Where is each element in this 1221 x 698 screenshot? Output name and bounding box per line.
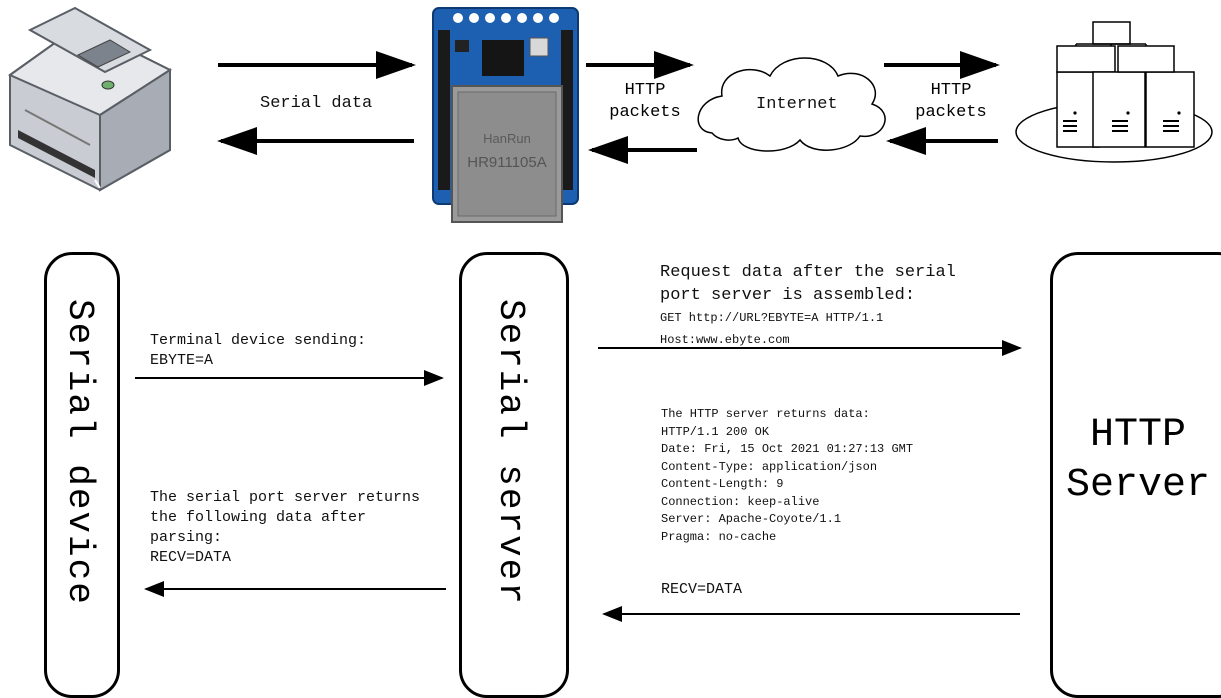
http-return-block: The HTTP server returns data: HTTP/1.1 2… [661, 406, 913, 546]
module-part: HR911105A [467, 154, 547, 171]
http-packets-right-label: HTTP packets [906, 80, 996, 124]
server-returns-line3: parsing: [150, 529, 223, 546]
terminal-sending-line2: EBYTE=A [150, 352, 214, 369]
http-server-title-line1: HTTP [1089, 413, 1186, 458]
http-return-line: Server: Apache-Coyote/1.1 [661, 512, 842, 526]
serial-device-panel: Serial device [44, 252, 120, 698]
server-cluster-icon [1015, 21, 1213, 163]
request-host-line: Host:www.ebyte.com [660, 333, 790, 347]
request-get-line: GET http://URL?EBYTE=A HTTP/1.1 [660, 311, 884, 325]
http-return-line: HTTP/1.1 200 OK [661, 424, 770, 439]
http-return-line: Content-Length: 9 [661, 477, 784, 491]
diagram-canvas: HanRun HR911105A [7, 6, 1213, 622]
http-packets-right-line1: HTTP [930, 81, 972, 100]
terminal-sending-line1: Terminal device sending: [150, 332, 367, 349]
http-return-line: Content-Type: application/json [661, 459, 878, 474]
cloud-icon [697, 57, 886, 152]
http-packets-left-label: HTTP packets [600, 80, 690, 124]
http-server-title-line2: Server [1065, 463, 1211, 508]
http-return-line: Date: Fri, 15 Oct 2021 01:27:13 GMT [661, 442, 914, 456]
http-packets-right-line2: packets [915, 103, 987, 122]
recv-data-label: RECV=DATA [661, 581, 743, 598]
http-server-title: HTTP Server [1053, 411, 1221, 511]
http-packets-left-line2: packets [609, 103, 681, 122]
http-return-line: Connection: keep-alive [661, 494, 820, 509]
request-data-block: Request data after the serial port serve… [660, 261, 956, 351]
server-returns-line2: the following data after [150, 509, 367, 526]
serial-data-label: Serial data [260, 94, 373, 113]
serial-server-panel: Serial server [459, 252, 569, 698]
terminal-sending-text: Terminal device sending: EBYTE=A [150, 331, 366, 371]
http-server-panel: HTTP Server [1050, 252, 1221, 698]
server-returns-line4: RECV=DATA [150, 549, 232, 566]
serial-server-title: Serial server [490, 299, 531, 606]
http-packets-left-line1: HTTP [624, 81, 666, 100]
internet-label: Internet [756, 95, 838, 114]
serial-device-title: Serial device [59, 299, 100, 606]
server-returns-text: The serial port server returns the follo… [150, 488, 420, 568]
server-returns-line1: The serial port server returns [150, 489, 421, 506]
module-brand: HanRun [483, 131, 531, 146]
request-title-line1: Request data after the serial [660, 263, 956, 282]
request-title-line2: port server is assembled: [660, 286, 916, 305]
serial-module-icon: HanRun HR911105A [432, 7, 579, 223]
http-return-line: The HTTP server returns data: [661, 407, 870, 421]
http-return-line: Pragma: no-cache [661, 529, 777, 544]
printer-icon [7, 6, 173, 192]
